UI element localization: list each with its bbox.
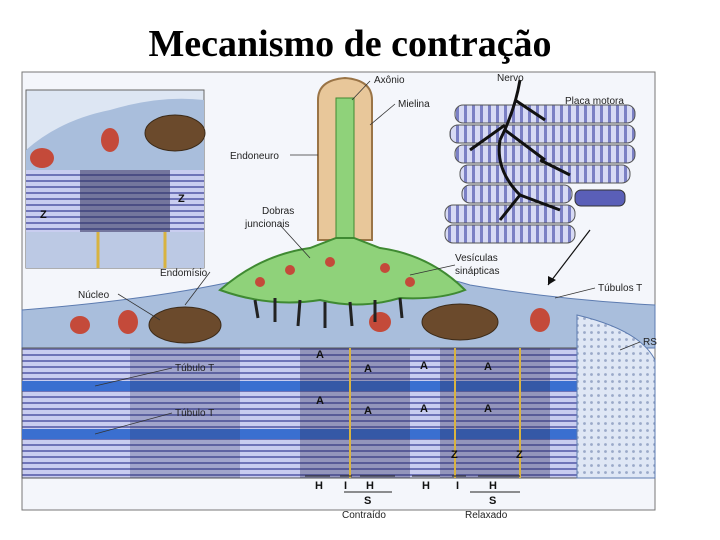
label-axonio: Axônio — [374, 75, 405, 86]
label-vesiculas: Vesículas — [455, 253, 498, 264]
label-a2: A — [364, 363, 372, 375]
nucleus-right — [421, 303, 499, 341]
label-a3: A — [420, 360, 428, 372]
label-sinapticas: sinápticas — [455, 266, 499, 277]
label-nucleo: Núcleo — [78, 290, 110, 301]
label-s2: S — [489, 495, 496, 507]
label-tubulos-t: Túbulos T — [598, 283, 642, 294]
label-endomisio: Endomísio — [160, 268, 208, 279]
label-endoneuro: Endoneuro — [230, 151, 279, 162]
label-z2: Z — [516, 449, 523, 461]
label-s1: S — [364, 495, 371, 507]
axon — [218, 76, 467, 328]
label-i1: I — [344, 480, 347, 492]
sarcomere-block — [21, 347, 578, 479]
label-rs: RS — [643, 337, 657, 348]
label-h3: H — [422, 480, 430, 492]
label-a5: A — [316, 395, 324, 407]
label-contraido: Contraído — [342, 510, 386, 521]
inset-panel — [25, 89, 206, 269]
label-tubulo-t-1: Túbulo T — [175, 363, 214, 374]
label-placa-motora: Placa motora — [565, 96, 624, 107]
label-juncionais: juncionais — [244, 219, 289, 230]
label-h4: H — [489, 480, 497, 492]
label-z-inset-2: Z — [40, 209, 47, 221]
label-a7: A — [420, 403, 428, 415]
muscle-fibers-bundle — [444, 79, 636, 244]
label-z1: Z — [451, 449, 458, 461]
label-a8: A — [484, 403, 492, 415]
page-title: Mecanismo de contração — [148, 23, 552, 65]
label-i2: I — [456, 480, 459, 492]
label-a4: A — [484, 361, 492, 373]
label-h1: H — [315, 480, 323, 492]
label-z-inset-1: Z — [178, 193, 185, 205]
label-dobras: Dobras — [262, 206, 294, 217]
label-mielina: Mielina — [398, 99, 430, 110]
label-h2: H — [366, 480, 374, 492]
label-a6: A — [364, 405, 372, 417]
label-a1: A — [316, 349, 324, 361]
nucleus-left — [148, 306, 222, 344]
label-nervo: Nervo — [497, 73, 524, 84]
sarcoplasmic-reticulum — [576, 314, 656, 479]
label-relaxado: Relaxado — [465, 510, 508, 521]
label-tubulo-t-2: Túbulo T — [175, 408, 214, 419]
